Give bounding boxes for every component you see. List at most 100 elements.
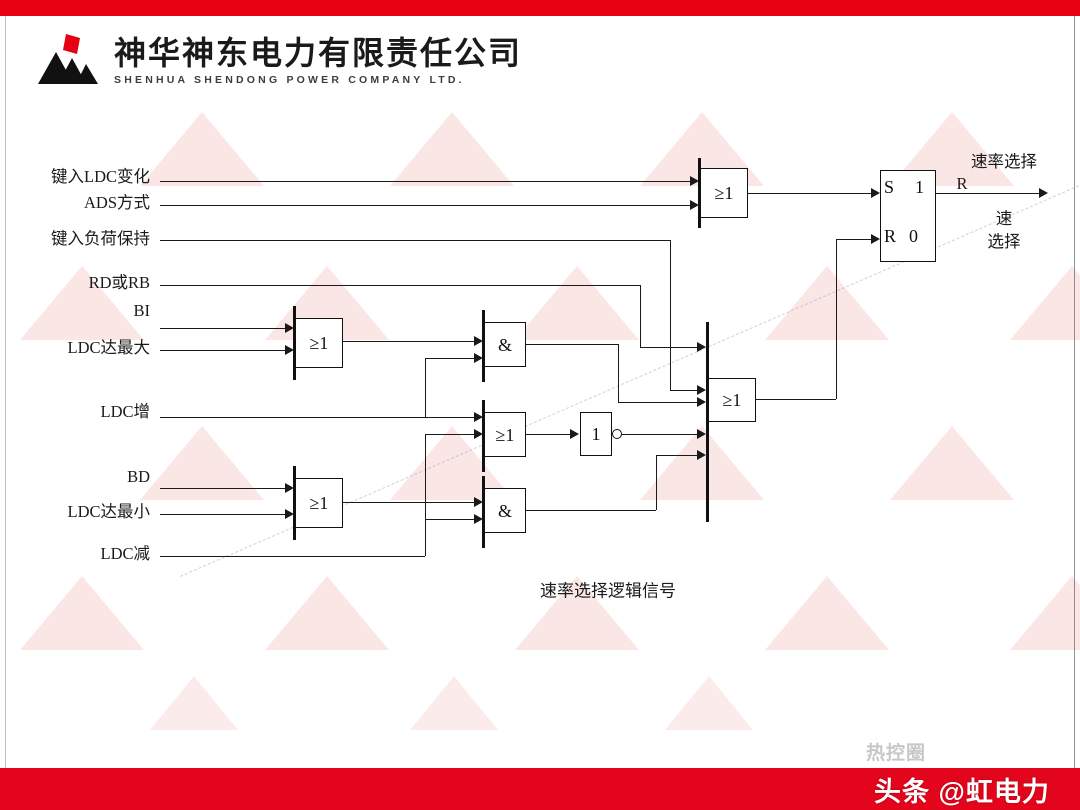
and-gate-lower-symbol: & <box>497 500 512 521</box>
wire-arrow <box>285 323 294 333</box>
output-label-rate-select: 速率选择 <box>971 152 1037 171</box>
gate-input-bar <box>482 400 485 472</box>
wire-ldc-increase <box>160 417 474 418</box>
wire-arrow <box>697 429 706 439</box>
input-label-rd-or-rb: RD或RB <box>88 273 150 292</box>
wire-arrow <box>285 345 294 355</box>
wire-or-output-into-reset <box>836 239 872 240</box>
wire-arrow <box>690 176 699 186</box>
wire-arrow <box>474 497 483 507</box>
input-label-keyin-ldc-change: 键入LDC变化 <box>51 167 150 186</box>
not-gate-symbol: 1 <box>591 424 601 444</box>
flipflop-set-state: 1 <box>915 177 924 197</box>
wire-ldc-increase-branch-up <box>425 358 426 417</box>
input-label-bd: BD <box>127 467 150 486</box>
or-gate-bd-ldcmin: ≥1 <box>295 478 343 528</box>
top-accent-bar <box>0 0 1080 16</box>
wire-rd-or-rb-drop <box>640 285 641 347</box>
flipflop-reset-state: 0 <box>909 226 918 246</box>
wire-arrow <box>1039 188 1048 198</box>
and-gate-upper: & <box>484 322 526 367</box>
wire-arrow <box>570 429 579 439</box>
wire-arrow <box>285 509 294 519</box>
wire-arrow <box>690 200 699 210</box>
input-label-bi: BI <box>133 301 151 320</box>
wire-ads-mode <box>160 205 690 206</box>
gate-input-bar <box>482 476 485 548</box>
and-gate-lower: & <box>484 488 526 533</box>
company-name-cn: 神华神东电力有限责任公司 <box>114 35 523 72</box>
wire-arrow <box>285 483 294 493</box>
wire-or-output-rise <box>836 239 837 399</box>
wire-arrow <box>871 188 880 198</box>
gate-input-bar <box>706 322 709 522</box>
wire-and-lower-rise <box>656 455 657 510</box>
wire-flipflop-output <box>936 193 1040 194</box>
not-gate: 1 <box>580 412 612 456</box>
wire-arrow <box>474 336 483 346</box>
output-label-select: 选择 <box>987 232 1021 251</box>
wire-and-lower-out <box>526 510 656 511</box>
company-name-en: SHENHUA SHENDONG POWER COMPANY LTD. <box>114 74 465 86</box>
wire-arrow <box>474 353 483 363</box>
or-gate-top: ≥1 <box>700 168 748 218</box>
wire-ormid-to-not <box>526 434 570 435</box>
wire-keyin-ldc-change <box>160 181 690 182</box>
wire-not-to-or <box>622 434 698 435</box>
wire-arrow <box>697 397 706 407</box>
wire-orbd-to-and-lower <box>343 502 474 503</box>
wire-ldc-decrease <box>160 556 425 557</box>
bottom-accent-bar <box>0 768 1080 810</box>
wire-ldc-min <box>160 514 285 515</box>
wire-rd-or-rb-into-or <box>640 347 698 348</box>
wire-bd <box>160 488 285 489</box>
wire-orbi-to-and-upper <box>343 341 474 342</box>
sr-flipflop: S 1 R 0 <box>880 170 936 262</box>
input-label-ldc-decrease: LDC减 <box>100 544 151 563</box>
flipflop-set-label: S <box>884 177 895 197</box>
wire-arrow <box>474 429 483 439</box>
or-gate-output-symbol: ≥1 <box>722 390 742 410</box>
flipflop-reset-label: R <box>884 226 897 246</box>
input-label-ldc-min: LDC达最小 <box>67 502 151 521</box>
wire-rd-or-rb <box>160 285 640 286</box>
input-label-ads-mode: ADS方式 <box>83 193 150 212</box>
wire-keyin-load-hold-drop <box>670 240 671 390</box>
or-gate-bi-ldcmax-symbol: ≥1 <box>309 333 329 353</box>
wire-arrow <box>697 342 706 352</box>
wire-and-upper-out <box>526 344 618 345</box>
left-edge-line <box>5 16 6 768</box>
mountain-logo-icon <box>36 32 104 88</box>
or-gate-output: ≥1 <box>708 378 756 422</box>
right-edge-line <box>1074 16 1075 768</box>
wire-ldc-decrease-to-and-lower <box>425 519 474 520</box>
and-gate-upper-symbol: & <box>497 334 512 355</box>
wire-ldc-max <box>160 350 285 351</box>
wire-and-lower-into-or <box>656 455 698 456</box>
footer-watermark: 热控圈 <box>866 743 927 764</box>
wire-ldc-decrease-rise <box>425 434 426 556</box>
wire-ldc-increase-to-and-upper <box>425 358 474 359</box>
wire-arrow <box>697 385 706 395</box>
gate-input-bar <box>293 306 296 380</box>
inverter-bubble-icon <box>612 429 622 439</box>
output-label-su: 速 <box>995 209 1013 228</box>
wire-bi <box>160 328 285 329</box>
output-label-r: R <box>956 174 968 193</box>
company-logo: 神华神东电力有限责任公司 SHENHUA SHENDONG POWER COMP… <box>36 32 522 88</box>
wire-arrow <box>697 450 706 460</box>
input-label-ldc-max: LDC达最大 <box>67 338 151 357</box>
company-name-block: 神华神东电力有限责任公司 SHENHUA SHENDONG POWER COMP… <box>114 37 522 88</box>
gate-input-bar <box>698 158 701 228</box>
or-gate-top-symbol: ≥1 <box>714 183 734 203</box>
gate-input-bar <box>293 466 296 540</box>
wire-keyin-load-hold <box>160 240 670 241</box>
or-gate-middle-symbol: ≥1 <box>495 424 515 445</box>
wire-ortop-to-set <box>748 193 872 194</box>
or-gate-middle: ≥1 <box>484 412 526 457</box>
or-gate-bi-ldcmax: ≥1 <box>295 318 343 368</box>
wire-ldc-decrease-to-ormid <box>425 434 474 435</box>
input-label-keyin-load-hold: 键入负荷保持 <box>51 229 150 248</box>
